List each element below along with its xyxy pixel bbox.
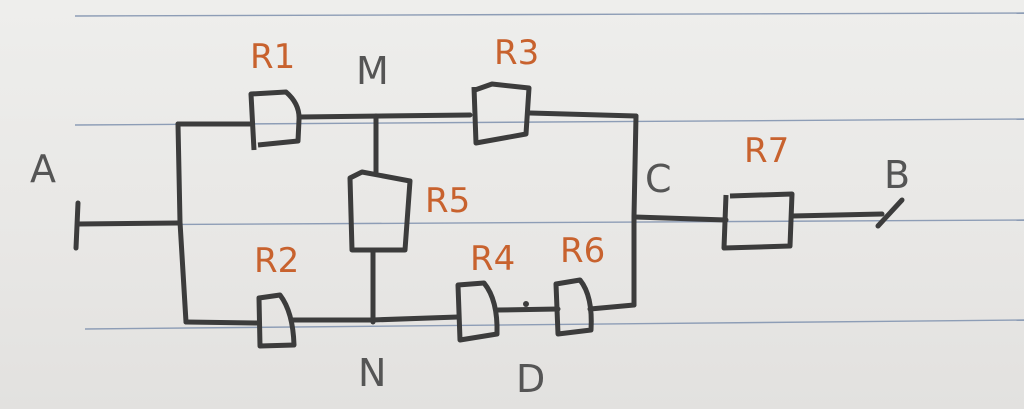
ruled-line — [84, 319, 1024, 330]
wire-r6-right — [587, 302, 637, 312]
wire-c-r7 — [631, 214, 729, 223]
wire-right-bus — [631, 113, 639, 308]
resistor-label-r6: R6 — [560, 231, 605, 271]
wire-r2-n-r4 — [289, 314, 461, 323]
node-label-d: D — [516, 357, 545, 401]
resistors — [248, 81, 795, 349]
resistor-r7-symbol — [721, 191, 795, 251]
wires — [73, 110, 905, 326]
resistor-r5-symbol — [347, 169, 413, 253]
wire-left-bus — [175, 121, 189, 325]
resistor-r4-symbol — [455, 280, 500, 343]
resistor-r6-symbol — [553, 277, 594, 337]
ruled-line — [74, 12, 1024, 17]
node-label-n: N — [358, 351, 386, 395]
node-label-m: M — [356, 49, 389, 93]
wire-r1-m-r3 — [297, 112, 473, 120]
ruled-line — [74, 219, 1024, 226]
resistor-label-r1: R1 — [250, 37, 295, 77]
resistor-label-r7: R7 — [744, 131, 789, 171]
resistor-r3-symbol — [471, 81, 532, 146]
node-label-a: A — [30, 147, 56, 191]
wire-r3-c — [527, 110, 639, 119]
resistor-label-r4: R4 — [470, 239, 515, 279]
resistor-r1-symbol — [248, 89, 302, 151]
wire-a-lead — [75, 220, 181, 227]
resistor-label-r2: R2 — [254, 241, 299, 281]
resistor-label-r5: R5 — [425, 181, 470, 221]
resistor-label-r3: R3 — [494, 33, 539, 73]
notebook-rules — [74, 12, 1024, 330]
node-label-b: B — [884, 153, 910, 197]
node-labels: A M C B N D — [30, 49, 910, 401]
resistor-labels: R1 R3 R5 R2 R4 R6 R7 — [250, 33, 789, 281]
wire-r7-b — [789, 211, 885, 219]
terminal-b-tick — [875, 197, 905, 229]
wire-to-r2 — [183, 319, 261, 326]
node-label-c: C — [645, 157, 672, 201]
resistor-r2-symbol — [256, 292, 297, 349]
junction-dot — [523, 301, 529, 307]
wire-r4-d-r6 — [495, 306, 561, 313]
